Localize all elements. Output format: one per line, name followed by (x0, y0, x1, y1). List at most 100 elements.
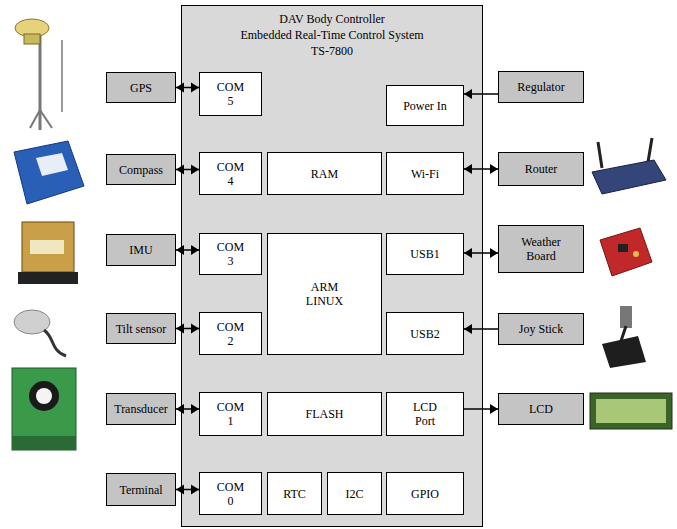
port-box: GPIO (386, 472, 464, 515)
device-box: Compass (106, 154, 176, 185)
core-hole (29, 381, 59, 411)
connector-arrow (176, 485, 199, 495)
router-body (592, 160, 666, 194)
leg (30, 110, 40, 128)
box-label: COM 4 (216, 160, 246, 188)
port-box: RTC (267, 472, 322, 515)
arrow-head (490, 164, 498, 174)
pole (39, 30, 42, 130)
arrow-head (464, 248, 472, 258)
imu-case (22, 222, 74, 272)
box-label: COM 3 (216, 240, 246, 268)
box-label: Joy Stick (519, 322, 563, 336)
antenna (648, 138, 652, 162)
arrow-head (176, 324, 184, 334)
device-box: Joy Stick (498, 313, 584, 345)
port-box: USB1 (386, 233, 464, 275)
arrow-head (191, 485, 199, 495)
arrow-head (191, 245, 199, 255)
box-label: RAM (311, 167, 338, 181)
box-label: Transducer (114, 402, 168, 416)
arrow-head (191, 324, 199, 334)
panel-title: Embedded Real-Time Control System (240, 27, 423, 43)
arrow-head (176, 165, 184, 175)
box-label: Power In (403, 99, 447, 113)
terminal-strip (12, 436, 76, 450)
port-box: RAM (267, 152, 382, 195)
panel-fill (181, 5, 483, 527)
box-label: COM 0 (216, 480, 246, 508)
port-box: ARM LINUX (267, 233, 382, 355)
device-box: Weather Board (498, 225, 584, 273)
device-box: LCD (498, 393, 584, 425)
circuit-board (600, 228, 652, 276)
antenna (598, 142, 602, 168)
rod (61, 40, 63, 112)
component (633, 251, 639, 257)
joystick-top (620, 306, 632, 328)
arrow-head (191, 165, 199, 175)
transducer-case (12, 368, 76, 450)
arrow-head (490, 404, 498, 414)
connector-arrow (176, 165, 199, 175)
arrow-head (176, 404, 184, 414)
box-label: LCD Port (405, 400, 445, 428)
box-label: Tilt sensor (116, 322, 167, 336)
port-box: COM 5 (199, 72, 262, 116)
gps-antenna-picture (15, 19, 62, 130)
box-label: Compass (119, 163, 163, 177)
panel-title: TS-7800 (311, 43, 353, 59)
port-box: Power In (386, 85, 464, 126)
antenna-base (24, 34, 40, 44)
box-label: COM 2 (216, 320, 246, 348)
connector-arrow (464, 248, 498, 258)
connector-arrow (176, 324, 199, 334)
connector-arrow (464, 404, 498, 414)
arrow-head (191, 83, 199, 93)
compass-picture (14, 141, 84, 204)
weather-board-picture (600, 228, 652, 276)
device-box: Router (498, 152, 584, 186)
box-label: RTC (283, 487, 306, 501)
joystick-picture (602, 306, 646, 368)
compass-sticker (36, 153, 68, 176)
lcd-picture (590, 393, 672, 429)
port-box: Wi-Fi (386, 152, 464, 195)
box-label: I2C (346, 487, 364, 501)
joystick-base (602, 336, 646, 368)
box-label: Regulator (517, 80, 564, 94)
box-label: Terminal (119, 483, 162, 497)
lcd-board (590, 393, 672, 429)
port-box: COM 4 (199, 152, 262, 195)
device-box: Regulator (498, 71, 584, 103)
box-label: USB1 (410, 247, 439, 261)
box-label: GPIO (411, 487, 439, 501)
box-label: COM 5 (216, 80, 246, 108)
arrow-head (191, 404, 199, 414)
device-box: Terminal (106, 473, 176, 506)
connector-arrow (464, 164, 498, 174)
device-box: IMU (106, 234, 176, 266)
compass-body (14, 141, 84, 204)
cable (44, 330, 66, 356)
arrow-head (464, 164, 472, 174)
port-box: LCD Port (386, 392, 464, 436)
connector-arrow (176, 404, 199, 414)
port-box: COM 3 (199, 233, 262, 275)
box-label: Router (525, 162, 558, 176)
device-box: Tilt sensor (106, 313, 176, 344)
box-label: USB2 (410, 327, 439, 341)
port-box: FLASH (267, 392, 382, 436)
controller-panel: DAV Body ControllerEmbedded Real-Time Co… (181, 5, 483, 527)
arrow-head (176, 83, 184, 93)
imu-picture (18, 222, 78, 284)
box-label: COM 1 (216, 400, 246, 428)
imu-label (30, 240, 64, 254)
port-box: COM 0 (199, 472, 262, 515)
box-label: FLASH (305, 407, 343, 421)
connector-arrow (176, 245, 199, 255)
transducer-picture (12, 368, 76, 450)
arrow-head (464, 89, 472, 99)
lcd-screen (596, 399, 666, 423)
